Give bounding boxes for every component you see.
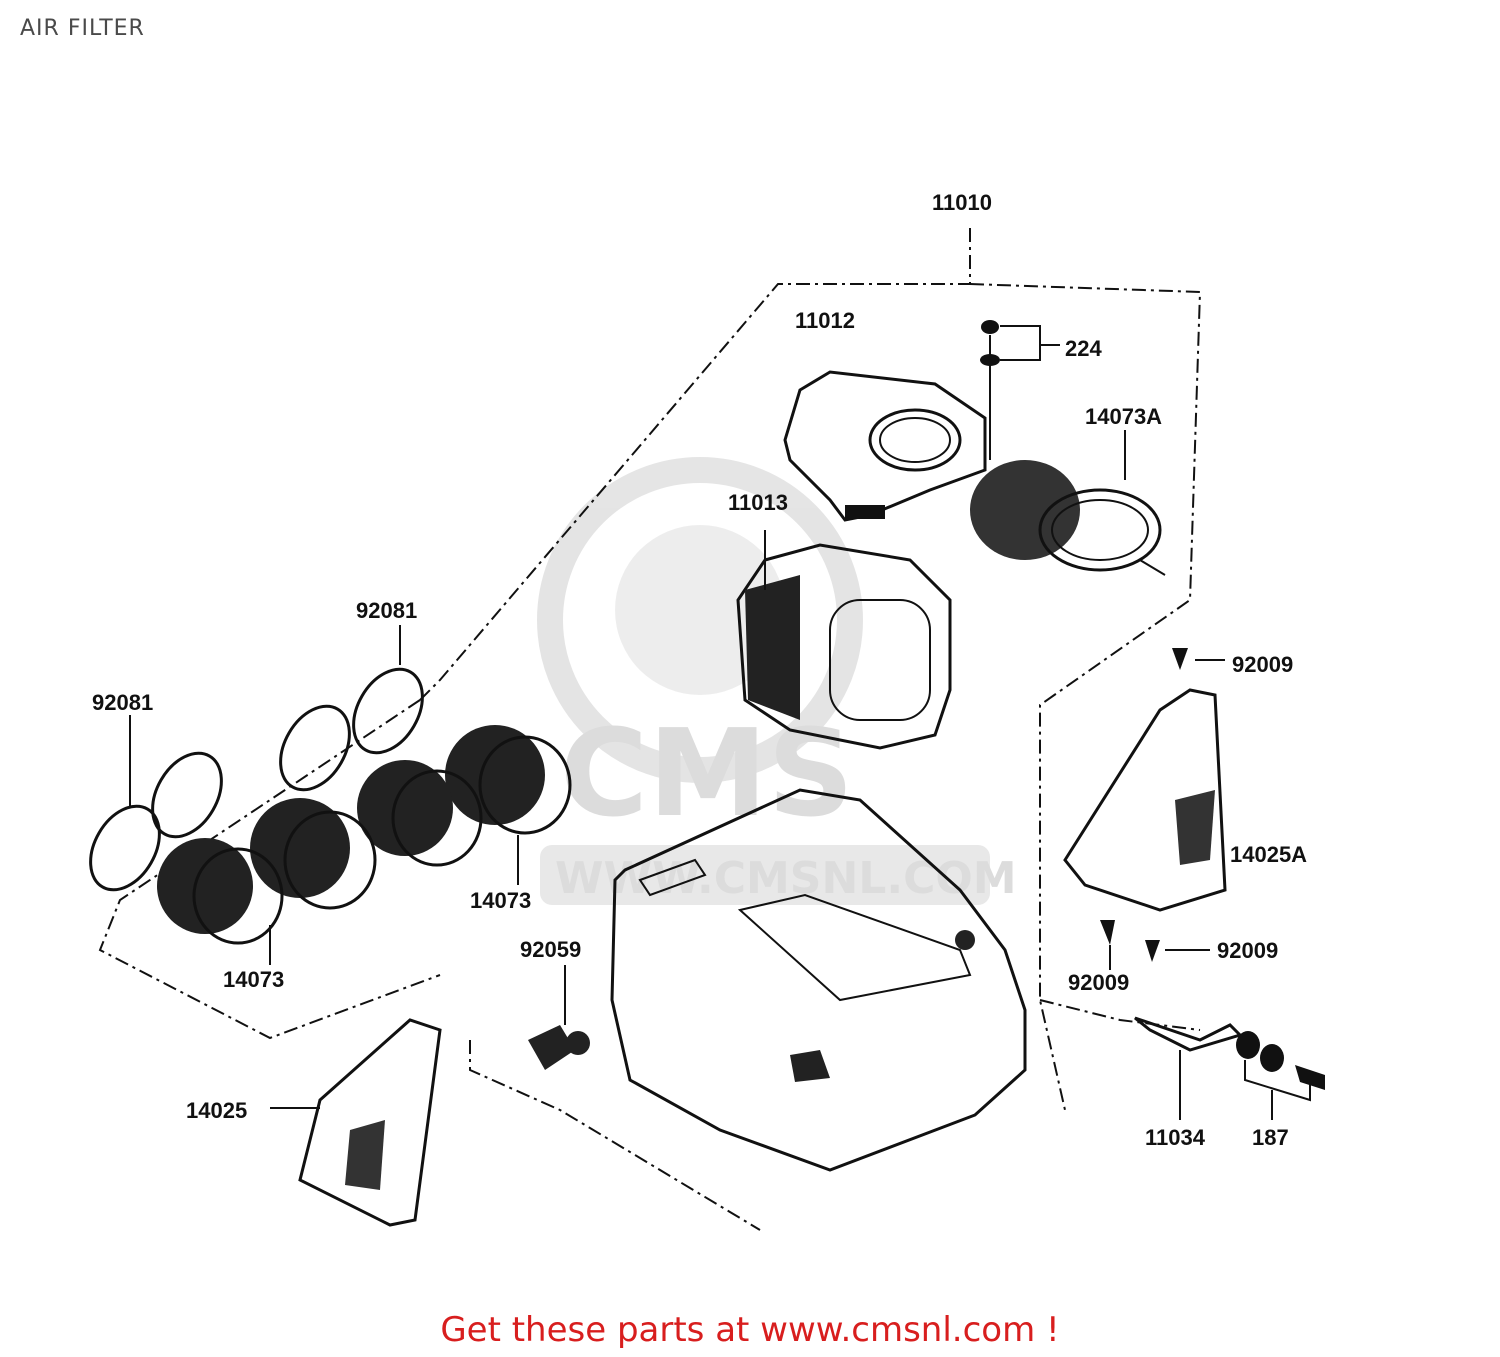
watermark-logo: CMS WWW.CMSNL.COM [537, 457, 1017, 905]
screws-92009 [1100, 648, 1225, 970]
screw-224 [980, 320, 1060, 460]
part-label-11012: 11012 [795, 308, 855, 333]
part-label-14025A: 14025A [1230, 842, 1307, 867]
part-label-92009-top: 92009 [1232, 652, 1293, 677]
bracket-11034 [1134, 1016, 1243, 1120]
part-label-14073-left: 14073 [223, 967, 284, 992]
page-title: AIR FILTER [20, 16, 145, 41]
footer-link-text[interactable]: Get these parts at www.cmsnl.com ! [440, 1310, 1060, 1350]
o-rings-92081 [89, 625, 424, 892]
part-label-92081-lower: 92081 [92, 690, 153, 715]
part-label-224: 224 [1065, 336, 1102, 361]
part-label-11013: 11013 [728, 490, 788, 515]
cover-14025 [270, 1018, 442, 1227]
plug-92059 [528, 965, 590, 1070]
part-label-92081-upper: 92081 [356, 598, 417, 623]
part-label-92059: 92059 [520, 937, 581, 962]
filter-element-14073A [970, 430, 1166, 576]
bolts-187 [1236, 1031, 1325, 1120]
assembly-outline [98, 228, 1202, 1231]
watermark-logo-text: CMS [560, 705, 854, 844]
part-label-92009-right: 92009 [1217, 938, 1278, 963]
air-filter-11013 [736, 530, 952, 750]
cover-14025A [1063, 688, 1227, 912]
part-labels: 11010 11012 224 14073A 11013 92081 92081… [92, 190, 1307, 1150]
part-label-11034: 11034 [1145, 1125, 1206, 1150]
watermark-url-text: WWW.CMSNL.COM [555, 853, 1017, 904]
air-box-lower [610, 788, 1027, 1172]
upper-case-11012 [783, 370, 987, 522]
part-label-187: 187 [1252, 1125, 1289, 1150]
part-label-14073-right: 14073 [470, 888, 531, 913]
part-label-14073A: 14073A [1085, 404, 1162, 429]
part-label-11010: 11010 [932, 190, 992, 215]
part-label-92009-bottom: 92009 [1068, 970, 1129, 995]
intake-ducts-14073 [157, 725, 572, 965]
part-label-14025: 14025 [186, 1098, 247, 1123]
